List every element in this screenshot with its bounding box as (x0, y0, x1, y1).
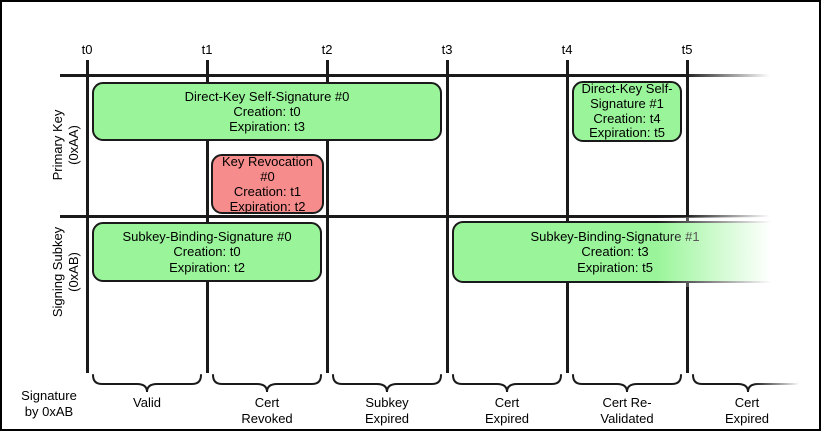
tick-label-t5: t5 (681, 42, 693, 57)
segment-label-cert-revalidated: Cert Re- Validated (600, 395, 654, 426)
segment-label-subkey-expired: Subkey Expired (364, 395, 410, 426)
box-expiration: Expiration: t2 (169, 259, 245, 275)
signature-by-axis-label: Signature by 0xAB (21, 388, 77, 420)
tick-label-t4: t4 (561, 42, 573, 57)
box-creation: Creation: t0 (173, 244, 241, 260)
box-direct-key-self-signature-0: Direct-Key Self-Signature #0 Creation: t… (92, 82, 442, 141)
fade-overlay (657, 217, 787, 287)
box-expiration: Expiration: t5 (577, 259, 653, 275)
tick-label-t0: t0 (81, 42, 93, 57)
tick-label-t3: t3 (441, 42, 453, 57)
underbrace-subkey-expired (332, 374, 442, 393)
box-expiration: Expiration: t3 (229, 119, 305, 135)
box-title: Direct-Key Self-Signature #0 (184, 88, 350, 104)
box-expiration: Expiration: t5 (589, 125, 665, 141)
segment-label-valid: Valid (133, 395, 161, 410)
box-direct-key-self-signature-1: Direct-Key Self-Signature #1 Creation: t… (572, 81, 682, 142)
tick-label-t2: t2 (321, 42, 333, 57)
box-creation: Creation: t1 (233, 184, 302, 199)
underbrace-cert-expired-1 (452, 374, 562, 393)
segment-label-cert-expired-1: Cert Expired (484, 395, 530, 426)
box-key-revocation-0: Key Revocation #0 Creation: t1 Expiratio… (211, 154, 324, 214)
underbrace-valid (92, 374, 202, 393)
box-title: Direct-Key Self-Signature #1 (581, 81, 673, 111)
underbrace-cert-revoked (212, 374, 322, 393)
box-expiration: Expiration: t2 (229, 199, 306, 215)
primary-key-row-line (60, 74, 777, 77)
box-creation: Creation: t0 (233, 103, 301, 119)
box-subkey-binding-signature-0: Subkey-Binding-Signature #0 Creation: t0… (92, 222, 322, 282)
row-label-primary-key: Primary Key (0xAA) (49, 109, 81, 181)
box-creation: Creation: t4 (593, 110, 661, 126)
segment-label-cert-expired-2: Cert Expired (724, 395, 770, 426)
box-title: Subkey-Binding-Signature #0 (122, 229, 292, 245)
signing-subkey-row-line (60, 215, 777, 218)
box-creation: Creation: t3 (581, 244, 649, 260)
box-title: Key Revocation #0 (221, 153, 314, 184)
row-label-signing-subkey: Signing Subkey (0xAB) (49, 226, 81, 318)
segment-label-cert-revoked: Cert Revoked (241, 395, 293, 426)
underbrace-cert-expired-2 (692, 374, 804, 393)
tick-label-t1: t1 (201, 42, 213, 57)
underbrace-cert-revalidated (572, 374, 682, 393)
